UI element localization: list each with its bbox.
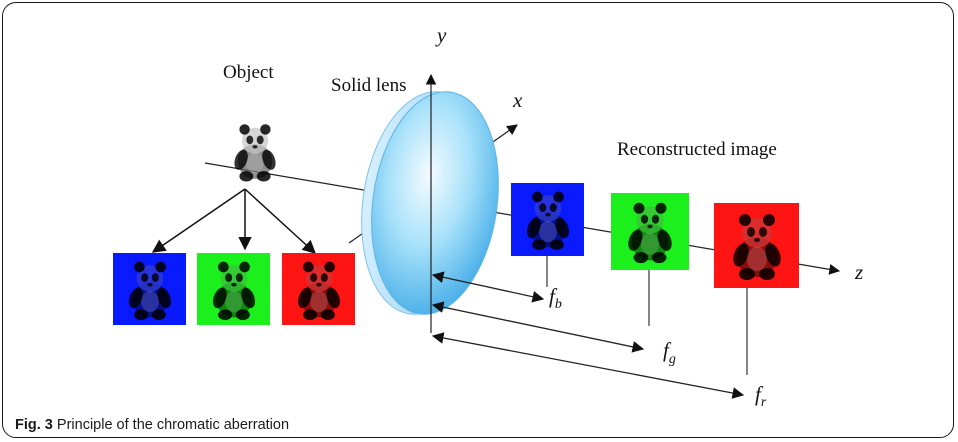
blue-channel-image [113, 253, 186, 325]
object-panda-icon [231, 124, 279, 182]
reconstructed-blue-image [511, 183, 584, 256]
chromatic-aberration-diagram: Object Solid lens Reconstructed image y … [113, 23, 863, 410]
fb-distance-arrow [431, 271, 545, 303]
figure-number: Fig. 3 [15, 417, 53, 433]
arrow-to-blue [151, 188, 246, 253]
fr-distance-arrow [431, 332, 745, 399]
z-axis-label: z [854, 260, 863, 284]
reconstructed-green-image [611, 193, 689, 270]
fb-label: fb [549, 284, 562, 312]
fg-label: fg [663, 338, 676, 367]
x-axis-label: x [512, 88, 523, 112]
y-axis-label: y [435, 23, 447, 47]
object-label: Object [223, 62, 274, 83]
green-channel-image [197, 253, 270, 325]
caption-text: Principle of the chromatic aberration [52, 417, 290, 433]
reconstructed-red-image [714, 203, 799, 288]
reconstructed-image-label: Reconstructed image [617, 139, 777, 160]
figure-caption: Fig. 3 Principle of the chromatic aberra… [15, 417, 289, 433]
solid-lens-label: Solid lens [331, 75, 406, 96]
red-channel-image [282, 253, 355, 325]
fr-label: fr [755, 382, 767, 410]
arrow-to-red [244, 188, 316, 254]
solid-lens [361, 91, 499, 315]
